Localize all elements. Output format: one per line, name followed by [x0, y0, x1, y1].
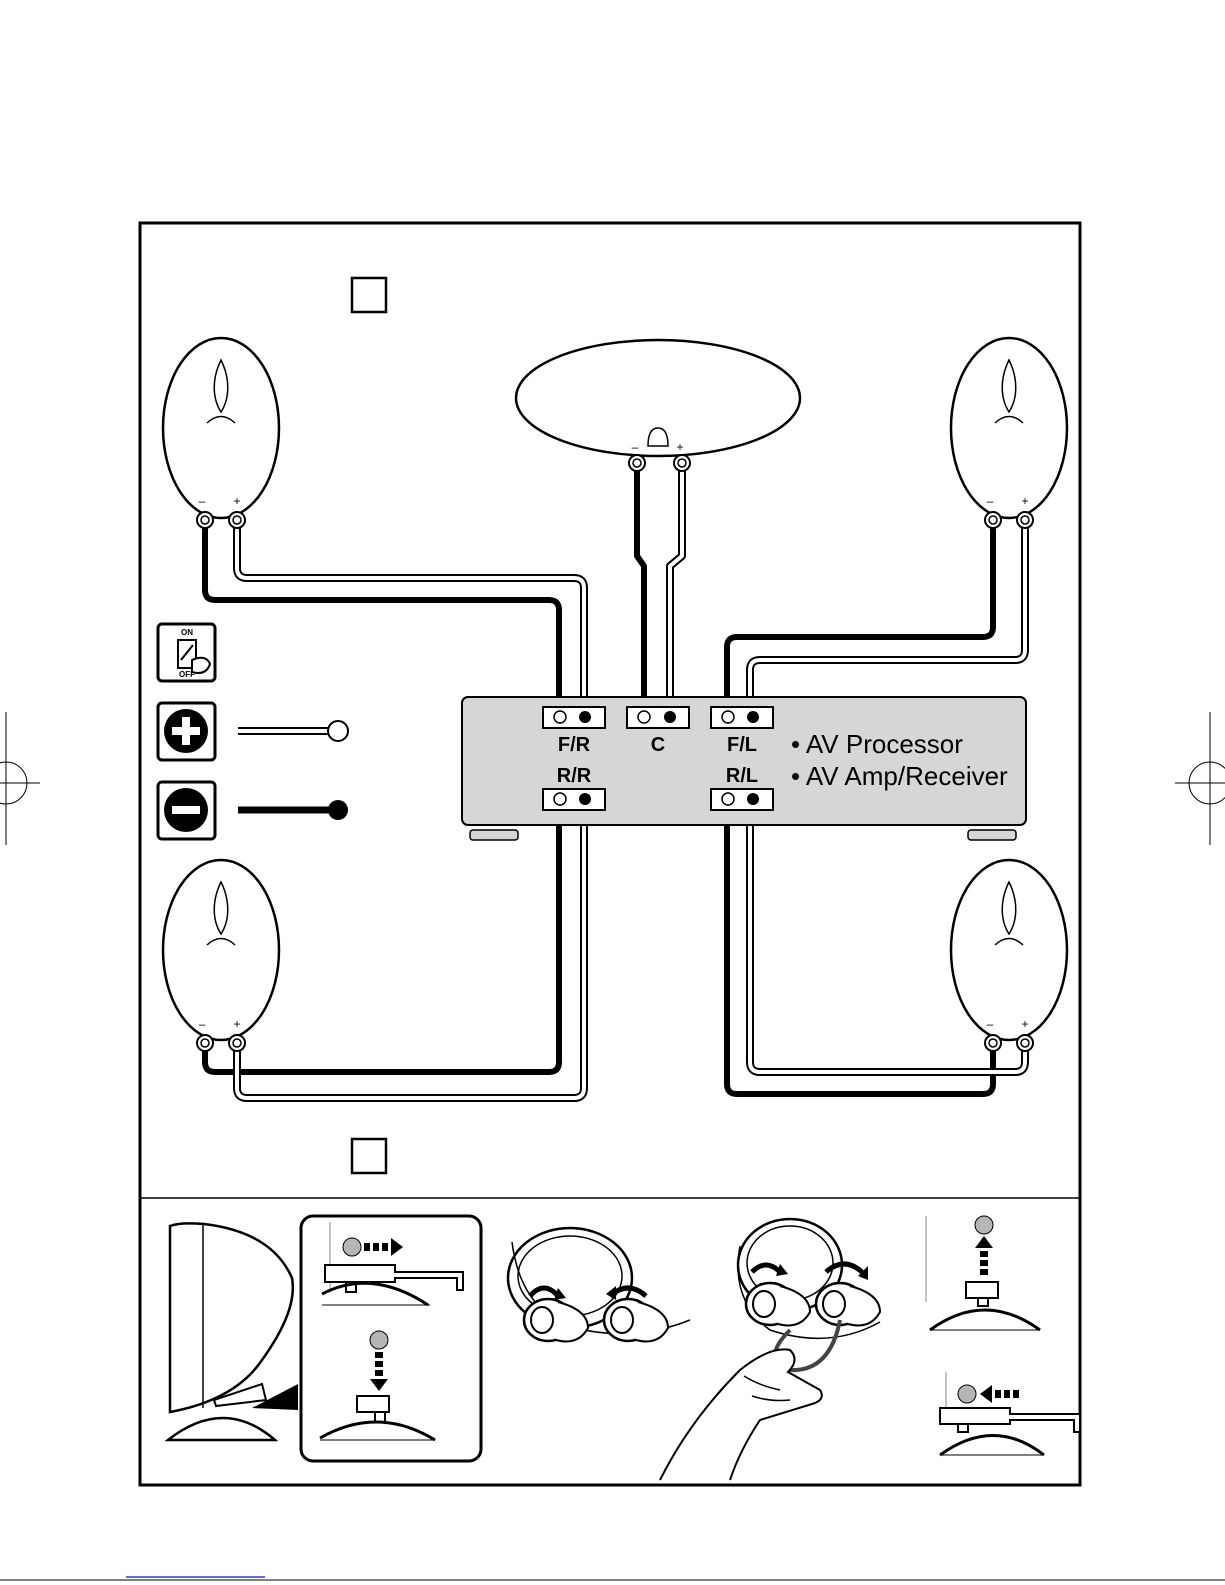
arrow-left-icon	[980, 1385, 1019, 1403]
speaker-rear-left: – +	[951, 860, 1067, 1051]
svg-text:–: –	[199, 494, 206, 508]
svg-text:+: +	[1021, 494, 1028, 508]
svg-text:–: –	[199, 1017, 206, 1031]
wire-pos-front-left	[750, 520, 1025, 716]
arrow-up-icon	[975, 1236, 993, 1275]
svg-text:+: +	[233, 494, 240, 508]
label-center: C	[651, 734, 665, 756]
wire-pos-front-right	[237, 520, 584, 716]
speaker-center: – +	[516, 340, 800, 471]
svg-text:–: –	[987, 1017, 994, 1031]
wire-insertion-illustration	[660, 1219, 880, 1480]
label-rear-left: R/L	[726, 765, 758, 787]
wire-neg-center	[637, 463, 644, 716]
speaker-front-right: – +	[163, 338, 279, 528]
step-marker-2	[370, 1331, 388, 1349]
terminal-rear-left	[711, 789, 773, 810]
positive-wire-legend	[238, 721, 348, 741]
minus-icon	[158, 782, 215, 839]
detail-tighten-lower	[940, 1372, 1080, 1455]
wire-neg-front-left	[727, 520, 993, 716]
step-checkbox-top	[352, 278, 386, 312]
crop-mark-left	[0, 712, 40, 845]
svg-text:+: +	[1021, 1017, 1028, 1031]
av-receiver: F/R C F/L R/R R/L • AV Processor • AV Am…	[462, 697, 1026, 840]
svg-text:+: +	[233, 1017, 240, 1031]
terminal-center	[627, 707, 689, 728]
terminal-front-left	[711, 707, 773, 728]
svg-text:+: +	[676, 440, 683, 454]
step-marker-4	[958, 1385, 976, 1403]
svg-text:ON: ON	[181, 628, 193, 637]
terminal-front-right	[543, 707, 605, 728]
label-rear-right: R/R	[557, 765, 592, 787]
speaker-rear-right: – +	[163, 860, 279, 1051]
device-type-av-amp-receiver: • AV Amp/Receiver	[791, 761, 1008, 791]
detail-tighten-upper	[926, 1216, 1040, 1330]
negative-wire-legend	[238, 800, 348, 820]
speaker-side-view	[168, 1223, 298, 1440]
wire-neg-front-right	[205, 520, 559, 716]
terminal-rear-right	[543, 789, 605, 810]
terminal-knobs-turn-illustration	[508, 1228, 690, 1342]
step-marker-1	[343, 1238, 361, 1256]
wire-pos-center	[670, 463, 682, 716]
svg-text:–: –	[987, 494, 994, 508]
wire-pos-rear-right	[237, 800, 584, 1098]
device-type-av-processor: • AV Processor	[791, 729, 963, 759]
receiver-foot-left	[470, 830, 518, 840]
speaker-front-left: – +	[951, 338, 1067, 528]
svg-text:–: –	[632, 440, 639, 454]
detail-panel-mounting	[301, 1216, 481, 1461]
step-marker-3	[975, 1216, 993, 1234]
label-front-left: F/L	[727, 734, 757, 756]
step-checkbox-bottom	[352, 1139, 386, 1173]
label-front-right: F/R	[558, 734, 591, 756]
power-switch-icon: ON OFF	[158, 624, 215, 681]
crop-mark-right	[1175, 712, 1225, 845]
plus-icon	[158, 703, 215, 760]
receiver-foot-right	[968, 830, 1016, 840]
